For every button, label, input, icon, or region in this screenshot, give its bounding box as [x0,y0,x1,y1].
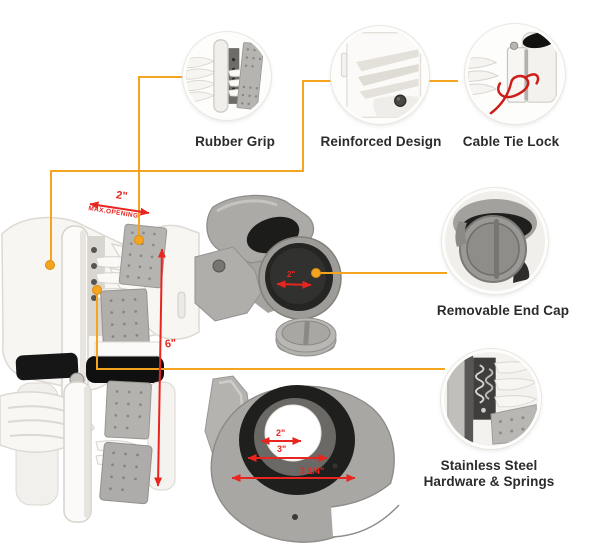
reinforced-design-photo [331,26,429,124]
measure-clamp-height: 6" [164,337,178,351]
callout-dot-endcap [311,268,321,278]
connector-rubber-grip-v [138,76,140,242]
rubber-grip-photo [183,32,271,120]
removable-end-cap-photo [442,188,548,294]
label-stainless-line1: Stainless Steel [440,458,538,473]
label-stainless-line2: Hardware & Springs [423,474,555,490]
connector-stainless-h [96,368,445,370]
stainless-hardware-photo [441,349,541,449]
label-cable-tie-lock: Cable Tie Lock [462,134,560,149]
callout-dot-stainless [92,285,102,295]
end-cap-detail-photo [193,193,348,363]
cable-tie-lock-photo [465,24,565,124]
main-product-photo [0,200,200,548]
measure-hole-middle: 3" [277,444,287,454]
callout-dot-reinforced [45,260,55,270]
connector-cable-tie-h [424,80,458,82]
label-reinforced-design: Reinforced Design [320,134,442,149]
callout-dot-rubber-grip [134,235,144,245]
label-stainless-steel: Stainless Steel Hardware & Springs [399,458,579,491]
label-removable-end-cap: Removable End Cap [436,303,570,318]
connector-stainless-v [96,290,98,370]
measure-max-opening-value: 2" [115,189,129,203]
connector-endcap-h [316,272,447,274]
connector-reinforced-h2 [50,170,304,172]
connector-reinforced-v2 [50,170,52,266]
measure-hole-outer: 3 1/4" [300,466,325,476]
connector-rubber-grip-h [138,76,186,78]
label-rubber-grip: Rubber Grip [195,134,275,149]
connector-reinforced-h [302,80,333,82]
connector-reinforced-v [302,80,304,172]
measure-hole-inner: 2" [276,428,286,438]
measure-endcap-tube-diameter: 2" [287,270,296,279]
mount-tube-detail-photo [185,373,410,551]
